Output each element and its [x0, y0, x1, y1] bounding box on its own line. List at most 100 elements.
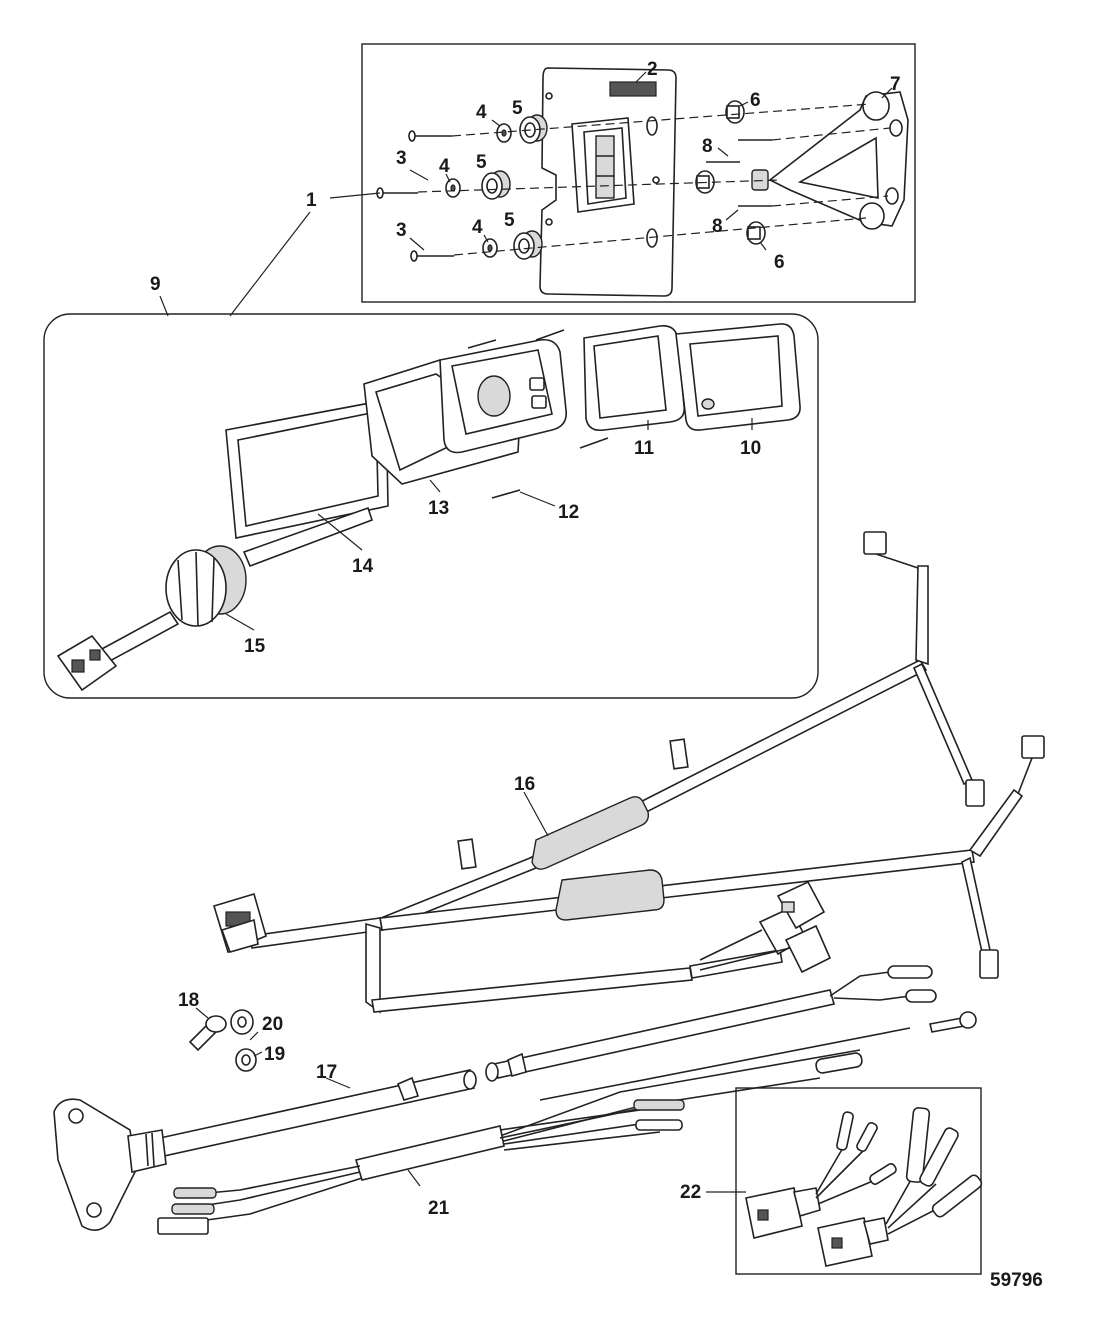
- harness-loop: [371, 967, 693, 1013]
- pigtail-kit-group: [706, 1087, 983, 1275]
- lower-harness-group: [53, 965, 977, 1235]
- switch-cable: [98, 610, 180, 664]
- callout-5: 5: [476, 152, 487, 173]
- terminal: [815, 1052, 863, 1074]
- harness-branch: [912, 662, 974, 786]
- leader-line: [407, 1169, 421, 1187]
- callout-9: 9: [150, 274, 161, 295]
- pigtail-connector: [817, 1217, 889, 1267]
- harness-connector: [965, 779, 985, 807]
- screw: [535, 329, 565, 341]
- harness-wire: [829, 971, 891, 997]
- harness-branch: [961, 856, 991, 953]
- washer-hole: [501, 129, 507, 137]
- terminal: [905, 989, 937, 1003]
- washer: [230, 1009, 254, 1035]
- bushing: [746, 221, 766, 245]
- leader-line: [717, 147, 729, 157]
- harness-sleeve: [354, 1125, 505, 1181]
- callout-13: 13: [428, 498, 449, 519]
- bushing: [725, 100, 745, 124]
- triangular-bracket: [768, 91, 909, 230]
- callout-4: 4: [439, 156, 450, 177]
- terminal: [635, 1119, 683, 1131]
- callout-3: 3: [396, 220, 407, 241]
- assembly-line: [417, 179, 781, 193]
- switch-connector: [56, 634, 118, 692]
- callout-4: 4: [472, 217, 483, 238]
- harness-wire: [539, 1027, 911, 1101]
- hardware-group: [188, 1007, 263, 1072]
- leader-line: [523, 791, 549, 837]
- ring-terminal: [959, 1011, 977, 1029]
- callout-11: 11: [634, 438, 655, 459]
- screw: [491, 489, 521, 499]
- leader-line: [325, 1077, 351, 1089]
- terminal: [887, 965, 933, 979]
- harness-connector: [1021, 735, 1045, 759]
- callout-3: 3: [396, 148, 407, 169]
- nut: [751, 169, 769, 191]
- harness-wire: [833, 995, 911, 1001]
- callout-17: 17: [316, 1062, 337, 1083]
- leader-line: [725, 209, 739, 221]
- leader-line: [409, 237, 425, 251]
- callout-8: 8: [712, 216, 723, 237]
- callout-6: 6: [750, 90, 761, 111]
- leader-line: [225, 613, 255, 631]
- bolt: [188, 1015, 227, 1052]
- callout-8: 8: [702, 136, 713, 157]
- leader-line: [483, 234, 489, 243]
- grommet: [481, 170, 511, 200]
- figure-number: 59796: [990, 1270, 1043, 1291]
- leader-line: [159, 295, 169, 317]
- pigtail-terminal: [836, 1111, 854, 1151]
- bracket-assembly-frame: [361, 43, 916, 303]
- leader-line: [519, 491, 556, 507]
- screw: [579, 437, 609, 449]
- plate-hole: [545, 218, 553, 226]
- switch-cable: [242, 506, 374, 568]
- harness-wire: [699, 929, 791, 971]
- callout-5: 5: [512, 98, 523, 119]
- washer-hole: [450, 184, 456, 192]
- pigtail-sleeve: [919, 1127, 959, 1187]
- harness-branch: [915, 565, 929, 666]
- switch-assembly-group: [43, 295, 819, 699]
- harness-tag: [669, 738, 689, 770]
- plate-hole: [545, 92, 553, 100]
- screw: [410, 250, 454, 262]
- harness-trunk: [249, 917, 383, 949]
- callout-1: 1: [306, 190, 317, 211]
- callout-15: 15: [244, 636, 266, 657]
- gauge-plug: [53, 1098, 167, 1231]
- callout-12: 12: [558, 502, 579, 523]
- leader-line: [409, 169, 429, 181]
- leader-line: [445, 173, 451, 183]
- main-harness-group: [213, 531, 1045, 1014]
- pigtail-terminal: [869, 1163, 897, 1185]
- callout-6: 6: [774, 252, 785, 273]
- leader-line: [195, 1007, 209, 1019]
- harness-tag: [457, 838, 477, 870]
- seal-inner: [593, 335, 667, 419]
- assembly-line: [771, 127, 891, 141]
- harness-connector: [863, 531, 887, 555]
- leader-line: [491, 119, 501, 127]
- harness-wire: [499, 1049, 861, 1137]
- terminal: [173, 1187, 217, 1199]
- cable-end: [463, 1070, 477, 1090]
- plate-label: [609, 81, 657, 97]
- cover-window: [689, 335, 783, 417]
- inline-filter: [555, 869, 665, 921]
- leader-line: [429, 479, 441, 493]
- bracket-assembly-group: [229, 43, 916, 317]
- panel-nut: [165, 545, 247, 627]
- leader-line: [329, 192, 381, 199]
- callout-20: 20: [262, 1014, 283, 1035]
- plate-connector: [571, 117, 635, 213]
- harness-branch: [968, 788, 1024, 858]
- ring-terminal-shank: [929, 1017, 965, 1033]
- screw: [467, 339, 497, 349]
